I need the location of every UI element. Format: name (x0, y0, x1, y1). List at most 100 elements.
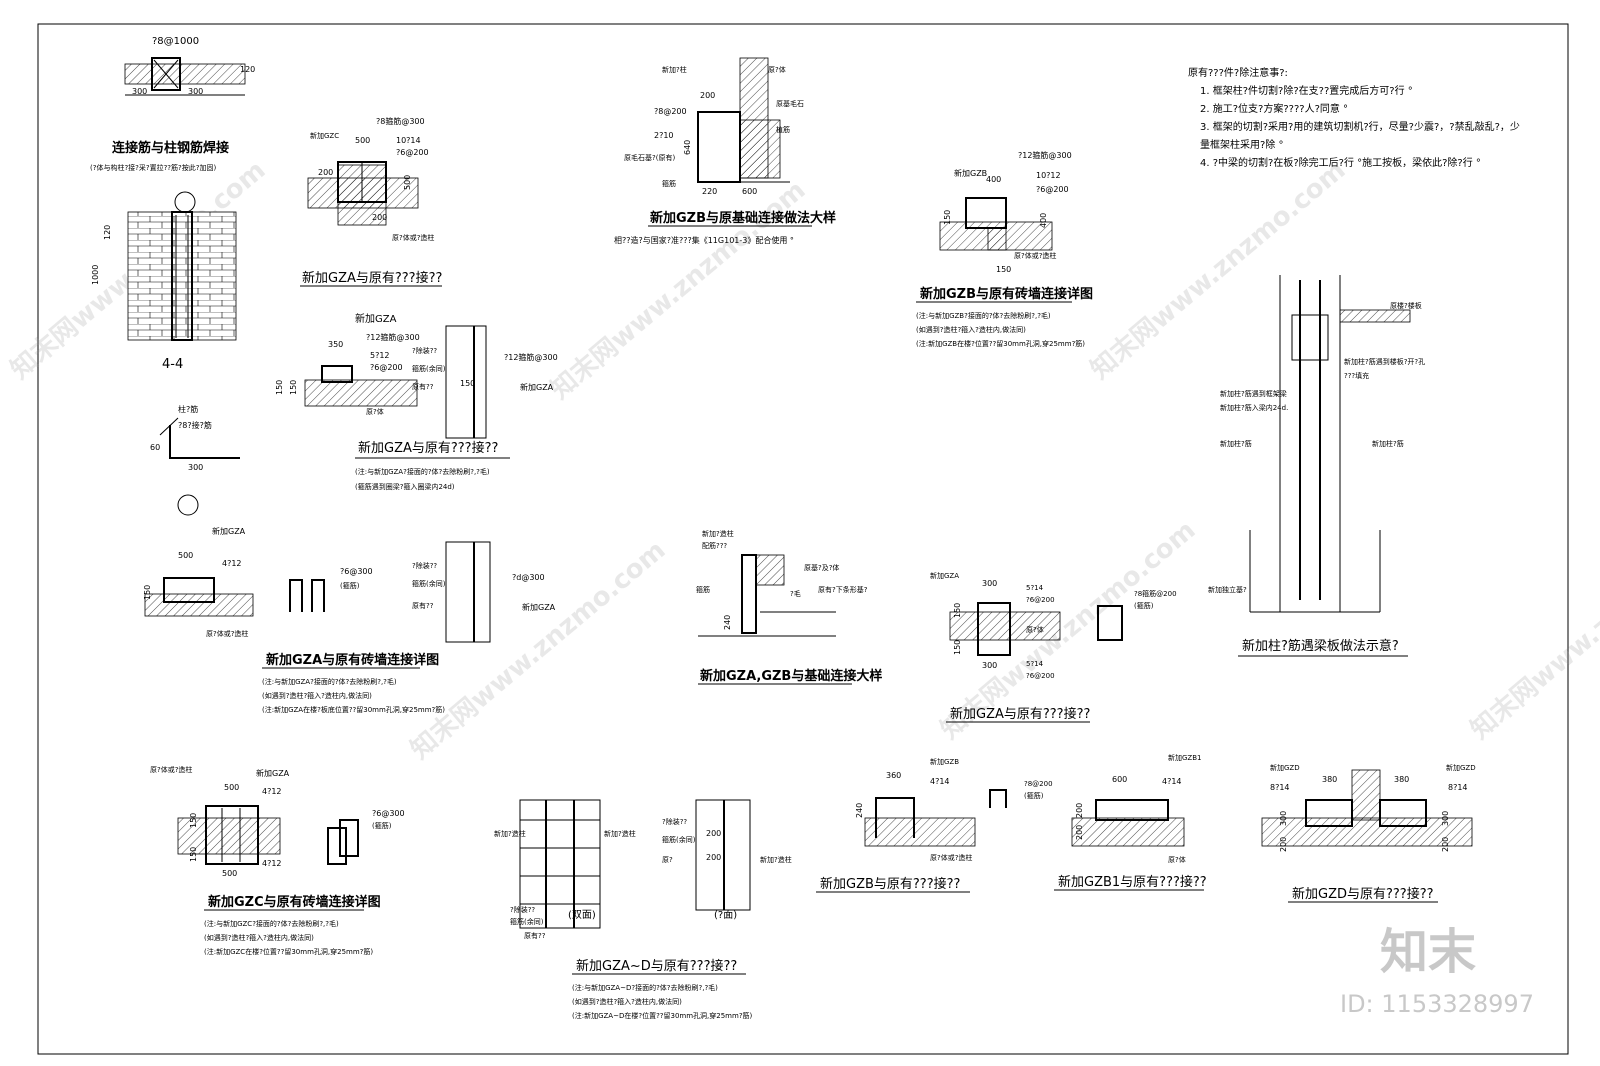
svg-text:?6@300: ?6@300 (372, 809, 405, 818)
svg-text:新加GZB: 新加GZB (930, 757, 959, 766)
svg-text:?毛: ?毛 (790, 589, 801, 598)
svg-text:?6@300: ?6@300 (340, 567, 373, 576)
svg-text:640: 640 (683, 140, 692, 155)
svg-text:150: 150 (943, 210, 952, 225)
svg-text:(箍筋): (箍筋) (340, 581, 360, 590)
detail-title: 新加GZB1与原有???接?? (1058, 874, 1207, 890)
svg-text:150: 150 (189, 847, 198, 862)
svg-text:60: 60 (150, 443, 160, 452)
detail-title: 新加GZB与原基础连接做法大样 (650, 210, 836, 226)
svg-text:380: 380 (1322, 775, 1337, 784)
detail-title: 新加GZD与原有???接?? (1292, 886, 1434, 902)
svg-text:???填充: ???填充 (1344, 371, 1369, 380)
svg-text:200: 200 (1279, 837, 1288, 852)
svg-text:?8箍筋@200: ?8箍筋@200 (1134, 589, 1177, 598)
svg-text:200: 200 (706, 829, 721, 838)
svg-text:5?14: 5?14 (1026, 660, 1044, 668)
svg-text:新加GZA: 新加GZA (256, 768, 290, 778)
svg-text:?除装??: ?除装?? (510, 905, 535, 914)
svg-text:新加?造柱: 新加?造柱 (494, 829, 526, 838)
svg-text:原?体: 原?体 (366, 407, 384, 416)
svg-text:200: 200 (1441, 837, 1450, 852)
svg-text:?12箍筋@300: ?12箍筋@300 (366, 332, 420, 342)
svg-text:新加GZA: 新加GZA (930, 571, 959, 580)
svg-text:150: 150 (289, 380, 298, 395)
svg-text:?8?接?筋: ?8?接?筋 (178, 420, 212, 430)
detail-title: 新加GZA与原有???接?? (358, 440, 498, 456)
svg-text:380: 380 (1394, 775, 1409, 784)
detail-note: (?体与构柱?接?采?置拉??筋?按此?加固) (90, 163, 216, 172)
svg-text:(箍筋): (箍筋) (1024, 791, 1044, 800)
svg-text:?除装??: ?除装?? (412, 346, 437, 355)
svg-text:300: 300 (188, 463, 203, 472)
detail-gzd: 新加GZD 新加GZD 8?14 8?14 380 380 300 200 30… (1261, 763, 1476, 903)
svg-text:新加?造柱: 新加?造柱 (760, 855, 792, 864)
svg-text:?6@200: ?6@200 (1026, 596, 1055, 604)
svg-text:220: 220 (702, 187, 717, 196)
svg-text:300: 300 (1441, 811, 1450, 826)
svg-text:500: 500 (403, 175, 412, 190)
detail-title: 新加GZA,GZB与基础连接大样 (700, 668, 882, 684)
detail-gza-3: 新加GZA 300 5?14 ?6@200 150 150 300 原?体 5?… (930, 571, 1177, 723)
svg-text:300: 300 (1279, 811, 1288, 826)
svg-text:4?12: 4?12 (262, 787, 282, 796)
svg-text:新加GZB: 新加GZB (954, 168, 987, 178)
svg-text:新加GZB1: 新加GZB1 (1168, 753, 1201, 762)
detail-bar: 柱?筋 ?8?接?筋 300 60 (150, 404, 240, 516)
svg-text:?8@200: ?8@200 (1024, 780, 1053, 788)
svg-text:新加独立基?: 新加独立基? (1208, 585, 1247, 594)
svg-text:240: 240 (723, 615, 732, 630)
svg-text:新加GZD: 新加GZD (1270, 763, 1300, 772)
svg-text:200: 200 (1075, 803, 1084, 818)
svg-text:600: 600 (742, 187, 757, 196)
svg-text:箍筋(余同): 箍筋(余同) (412, 579, 446, 588)
detail-note: (如遇到?造柱?箍入?造柱内,做法同) (916, 325, 1026, 334)
svg-text:新加?造柱: 新加?造柱 (702, 529, 734, 538)
svg-text:新加柱?筋遇到框架梁: 新加柱?筋遇到框架梁 (1220, 389, 1287, 398)
detail-note: (注:与新加GZA~D?接面的?体?去除粉刷?,?毛) (572, 983, 718, 992)
notes-item: 4. ?中梁的切割?在板?除完工后?行 °施工按板，梁依此?除?行 ° (1200, 156, 1481, 169)
watermark: 知末网www.znzmo.com (405, 535, 671, 765)
svg-text:新加柱?筋: 新加柱?筋 (1220, 439, 1252, 448)
detail-gza-gzb-foundation: 新加?造柱 配筋??? 箍筋 原基?及?体 原有?下条形基? ?毛 240 新加… (696, 529, 882, 685)
detail-gza-brick: 新加GZA 4?12 500 150 原?体或?造柱 ?6@300 (箍筋) ?… (143, 526, 556, 714)
detail-gzb-2: 新加GZB 360 4?14 240 原?体或?造柱 新加GZB与原有???接?… (816, 757, 1053, 893)
svg-text:?6@200: ?6@200 (1036, 185, 1069, 194)
svg-text:原有?下条形基?: 原有?下条形基? (818, 585, 868, 594)
svg-text:2?10: 2?10 (654, 131, 674, 140)
svg-text:原?体或?造柱: 原?体或?造柱 (392, 233, 434, 242)
watermark: 知末网www.znzmo.com (1085, 155, 1351, 385)
svg-text:箍筋(余同): 箍筋(余同) (412, 364, 446, 373)
detail-title: 新加GZB与原有???接?? (820, 876, 960, 892)
detail-note: (注:新加GZC在楼?位置??留30mm孔洞,穿25mm?筋) (204, 947, 373, 956)
watermark: 知末网www.znzmo.com (545, 175, 811, 405)
svg-text:120: 120 (240, 65, 255, 74)
detail-note: (如遇到?造柱?箍入?造柱内,做法同) (204, 933, 314, 942)
svg-text:原有??: 原有?? (524, 931, 546, 940)
svg-text:200: 200 (1075, 825, 1084, 840)
notes-item: 量框架柱采用?除 ° (1200, 138, 1284, 151)
brand-logo: 知末 ID: 1153328997 (1340, 924, 1534, 1018)
detail-gzb1: 新加GZB1 600 4?14 200 200 原?体 新加GZB1与原有???… (1054, 753, 1207, 891)
svg-text:原有??: 原有?? (412, 382, 434, 391)
svg-text:原?体或?造柱: 原?体或?造柱 (150, 765, 192, 774)
detail-title: 新加GZB与原有砖墙连接详图 (920, 286, 1093, 302)
svg-text:150: 150 (953, 603, 962, 618)
detail-title: 新加GZA~D与原有???接?? (576, 958, 737, 974)
svg-text:原有??: 原有?? (412, 601, 434, 610)
svg-text:150: 150 (189, 813, 198, 828)
svg-text:原?体: 原?体 (1168, 855, 1186, 864)
detail-note: (注:与新加GZC?接面的?体?去除粉刷?,?毛) (204, 919, 339, 928)
svg-text:10?12: 10?12 (1036, 171, 1061, 180)
svg-text:原?体或?造柱: 原?体或?造柱 (1014, 251, 1056, 260)
detail-title: 连接筋与柱钢筋焊接 (112, 140, 229, 156)
svg-text:(双面): (双面) (568, 909, 596, 921)
svg-text:原毛石基?(原有): 原毛石基?(原有) (624, 153, 675, 162)
svg-text:原楼?楼板: 原楼?楼板 (1390, 301, 1422, 310)
svg-text:500: 500 (222, 869, 237, 878)
svg-text:5?14: 5?14 (1026, 584, 1044, 592)
svg-text:原?: 原? (662, 856, 673, 864)
detail-gza-1: 新加GZC ?8箍筋@300 10?14 ?6@200 500 200 500 … (300, 116, 442, 287)
svg-text:新加GZA: 新加GZA (212, 526, 246, 536)
detail-gzc: 原?体或?造柱 新加GZA 500 4?12 150 150 4?12 500 … (150, 765, 405, 956)
